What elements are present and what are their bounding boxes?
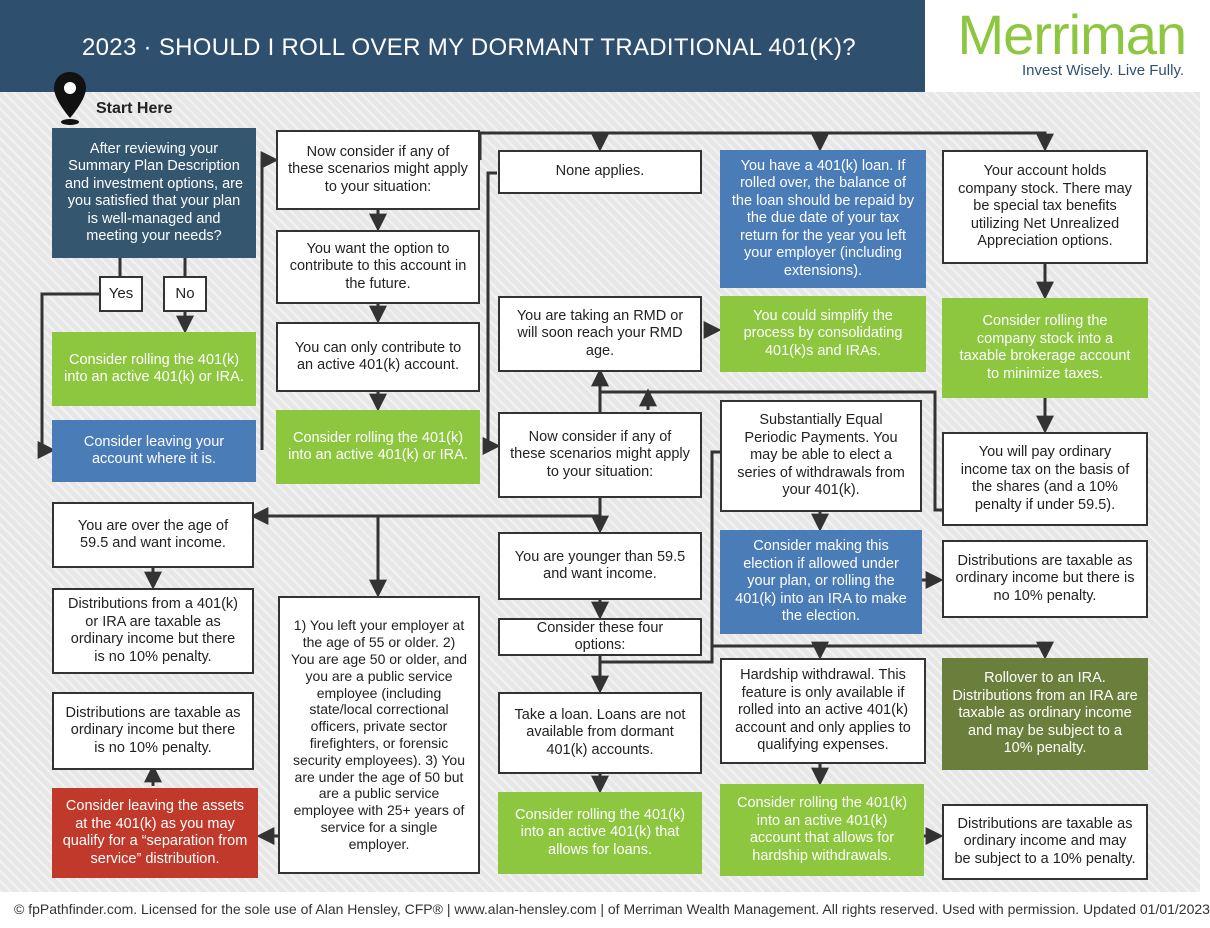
rmd-age: You are taking an RMD or will soon reach… <box>498 296 702 372</box>
question-satisfied-plan: After reviewing your Summary Plan Descri… <box>52 128 256 258</box>
only-contribute-active: You can only contribute to an active 401… <box>276 322 480 392</box>
connector-four-branch <box>598 450 722 674</box>
roll-into-active-or-ira: Consider rolling the 401(k) into an acti… <box>52 332 256 406</box>
merriman-logo: Merriman Invest Wisely. Live Fully. <box>925 0 1200 92</box>
hardship-withdrawal: Hardship withdrawal. This feature is onl… <box>720 658 926 764</box>
answer-yes: Yes <box>99 276 143 312</box>
scenarios-question-2: Now consider if any of these scenarios m… <box>498 412 702 498</box>
consider-election: Consider making this election if allowed… <box>720 530 922 634</box>
ordinary-income-shares: You will pay ordinary income tax on the … <box>942 432 1148 526</box>
connector-yes-leave <box>37 292 100 459</box>
contribute-in-future: You want the option to contribute to thi… <box>276 230 480 304</box>
roll-company-stock: Consider rolling the company stock into … <box>942 298 1148 398</box>
roll-allows-hardship: Consider rolling the 401(k) into an acti… <box>720 784 924 876</box>
answer-no: No <box>163 276 207 312</box>
distributions-may-penalty: Distributions are taxable as ordinary in… <box>942 804 1148 880</box>
connector-scen2-right <box>600 390 942 512</box>
younger-59-5-income: You are younger than 59.5 and want incom… <box>498 532 702 600</box>
roll-into-active-or-ira-2: Consider rolling the 401(k) into an acti… <box>276 410 480 484</box>
title-banner: 2023 · SHOULD I ROLL OVER MY DORMANT TRA… <box>0 0 925 92</box>
location-pin-icon <box>52 70 88 126</box>
page-title: 2023 · SHOULD I ROLL OVER MY DORMANT TRA… <box>82 34 856 61</box>
company-stock: Your account holds company stock. There … <box>942 150 1148 264</box>
leave-account: Consider leaving your account where it i… <box>52 420 256 482</box>
leave-separation-from-service: Consider leaving the assets at the 401(k… <box>52 788 258 878</box>
distributions-no-penalty-right: Distributions are taxable as ordinary in… <box>942 540 1148 618</box>
rollover-to-ira: Rollover to an IRA. Distributions from a… <box>942 658 1148 770</box>
take-a-loan: Take a loan. Loans are not available fro… <box>498 692 702 774</box>
connector-four-rollover <box>712 641 1054 660</box>
qualifying-scenarios-list: 1) You left your employer at the age of … <box>278 596 480 874</box>
four-options: Consider these four options: <box>498 618 702 656</box>
footer: © fpPathfinder.com. Licensed for the sol… <box>0 892 1210 928</box>
distributions-no-penalty-left: Distributions are taxable as ordinary in… <box>52 692 254 770</box>
footer-copyright: © fpPathfinder.com. Licensed for the sol… <box>14 901 1210 917</box>
over-59-5-income: You are over the age of 59.5 and want in… <box>52 502 254 568</box>
simplify-consolidate: You could simplify the process by consol… <box>720 296 926 372</box>
connector-none-scen2 <box>482 171 501 455</box>
none-applies: None applies. <box>498 150 702 194</box>
loan-balance: You have a 401(k) loan. If rolled over, … <box>720 150 926 288</box>
connector-roll-scen1 <box>260 151 279 367</box>
sepp-payments: Substantially Equal Periodic Payments. Y… <box>720 400 922 512</box>
logo-wordmark: Merriman <box>957 3 1187 66</box>
roll-allows-loans: Consider rolling the 401(k) into an acti… <box>498 792 702 874</box>
distributions-401k-ira: Distributions from a 401(k) or IRA are t… <box>52 588 254 674</box>
start-here-label: Start Here <box>96 100 173 117</box>
connector-top-branch <box>478 131 1054 160</box>
scenarios-question-1: Now consider if any of these scenarios m… <box>276 130 480 210</box>
logo-tagline: Invest Wisely. Live Fully. <box>1022 62 1184 79</box>
